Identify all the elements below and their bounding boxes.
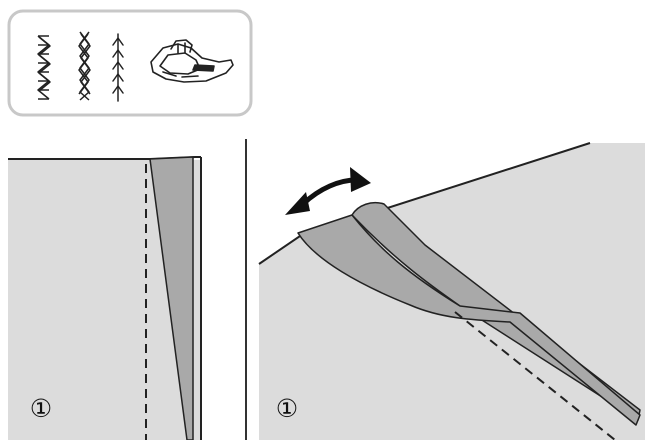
left-step-badge: ① [30, 394, 52, 423]
presser-foot-icon [150, 39, 234, 83]
right-fabric-panel: ① [258, 142, 645, 440]
right-step-label: ① [276, 394, 298, 423]
left-step-label: ① [30, 394, 52, 423]
right-step-badge: ① [276, 394, 298, 423]
right-stitch-line [454, 311, 616, 440]
feather-stitch-icon [112, 33, 124, 102]
stitch-icon-panel [7, 9, 253, 117]
triple-zigzag-stitch-icon [37, 35, 51, 100]
double-headed-curved-arrow-icon [285, 167, 371, 215]
right-lower-fold-flap [297, 214, 641, 426]
honeycomb-stitch-icon [78, 31, 91, 101]
left-fabric-panel: ① [8, 156, 202, 440]
left-folded-seam-allowance [149, 156, 194, 440]
icon-panel-frame [7, 9, 253, 117]
